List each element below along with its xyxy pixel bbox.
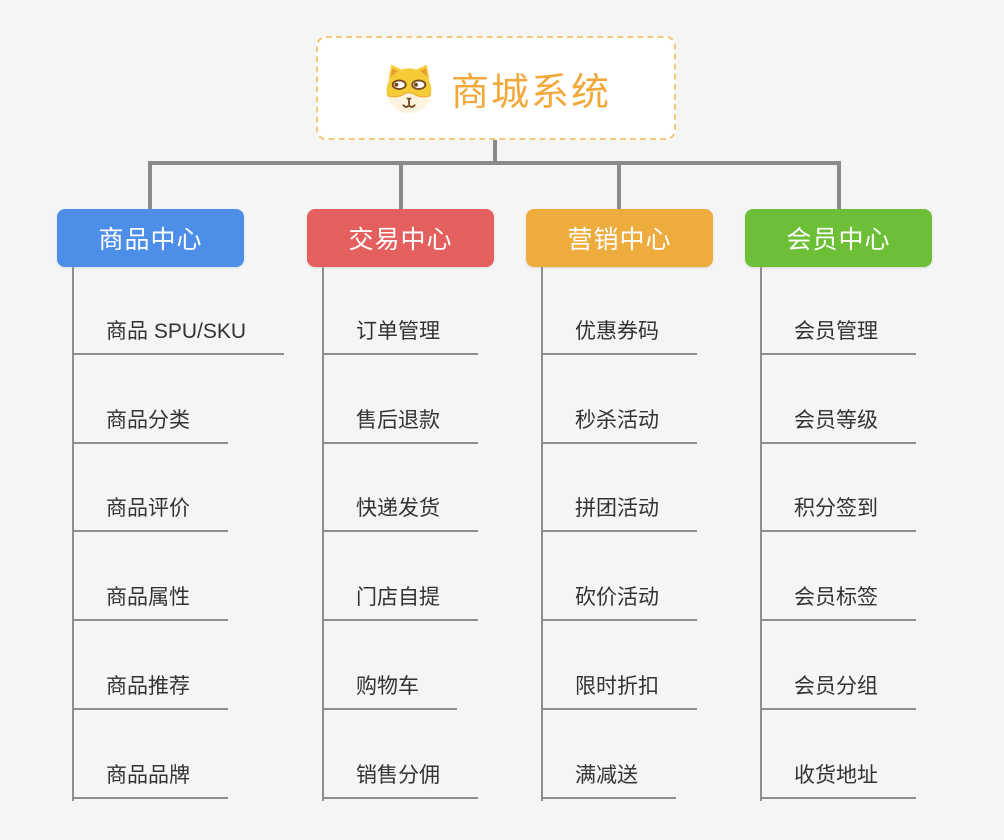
leaf-item[interactable]: 会员管理 bbox=[760, 318, 916, 355]
leaf-item[interactable]: 商品分类 bbox=[72, 407, 228, 444]
dog-face-icon bbox=[381, 61, 437, 115]
branch-member-center[interactable]: 会员中心 bbox=[745, 209, 932, 267]
connector-branch-stub bbox=[617, 161, 621, 209]
root-title: 商城系统 bbox=[450, 71, 611, 114]
leaf-item[interactable]: 购物车 bbox=[322, 673, 457, 710]
leaf-item[interactable]: 商品 SPU/SKU bbox=[72, 318, 285, 355]
leaf-item[interactable]: 会员分组 bbox=[760, 673, 916, 710]
connector-spine bbox=[760, 267, 762, 801]
leaf-item[interactable]: 订单管理 bbox=[322, 318, 478, 355]
leaf-item[interactable]: 满减送 bbox=[541, 762, 676, 799]
leaf-item[interactable]: 砍价活动 bbox=[541, 584, 697, 621]
root-node[interactable]: 商城系统 bbox=[316, 36, 676, 140]
leaf-item[interactable]: 售后退款 bbox=[322, 407, 478, 444]
leaf-item[interactable]: 商品推荐 bbox=[72, 673, 228, 710]
branch-marketing-center[interactable]: 营销中心 bbox=[526, 209, 713, 267]
leaf-item[interactable]: 商品评价 bbox=[72, 495, 228, 532]
leaf-item[interactable]: 积分签到 bbox=[760, 495, 916, 532]
connector-root-stub bbox=[493, 140, 497, 165]
branch-trade-center[interactable]: 交易中心 bbox=[307, 209, 494, 267]
leaf-item[interactable]: 限时折扣 bbox=[541, 673, 697, 710]
leaf-item[interactable]: 收货地址 bbox=[760, 762, 916, 799]
connector-branch-stub bbox=[399, 161, 403, 209]
branch-product-center[interactable]: 商品中心 bbox=[57, 209, 244, 267]
connector-bus bbox=[148, 161, 841, 165]
leaf-item[interactable]: 销售分佣 bbox=[322, 762, 478, 799]
leaf-item[interactable]: 会员标签 bbox=[760, 584, 916, 621]
connector-spine bbox=[72, 267, 74, 801]
connector-spine bbox=[322, 267, 324, 801]
leaf-item[interactable]: 门店自提 bbox=[322, 584, 478, 621]
leaf-item[interactable]: 商品品牌 bbox=[72, 762, 228, 799]
leaf-item[interactable]: 会员等级 bbox=[760, 407, 916, 444]
leaf-item[interactable]: 商品属性 bbox=[72, 584, 228, 621]
connector-branch-stub bbox=[148, 161, 152, 209]
leaf-item[interactable]: 秒杀活动 bbox=[541, 407, 697, 444]
connector-branch-stub bbox=[837, 161, 841, 209]
leaf-item[interactable]: 优惠券码 bbox=[541, 318, 697, 355]
connector-spine bbox=[541, 267, 543, 801]
leaf-item[interactable]: 快递发货 bbox=[322, 495, 478, 532]
leaf-item[interactable]: 拼团活动 bbox=[541, 495, 697, 532]
